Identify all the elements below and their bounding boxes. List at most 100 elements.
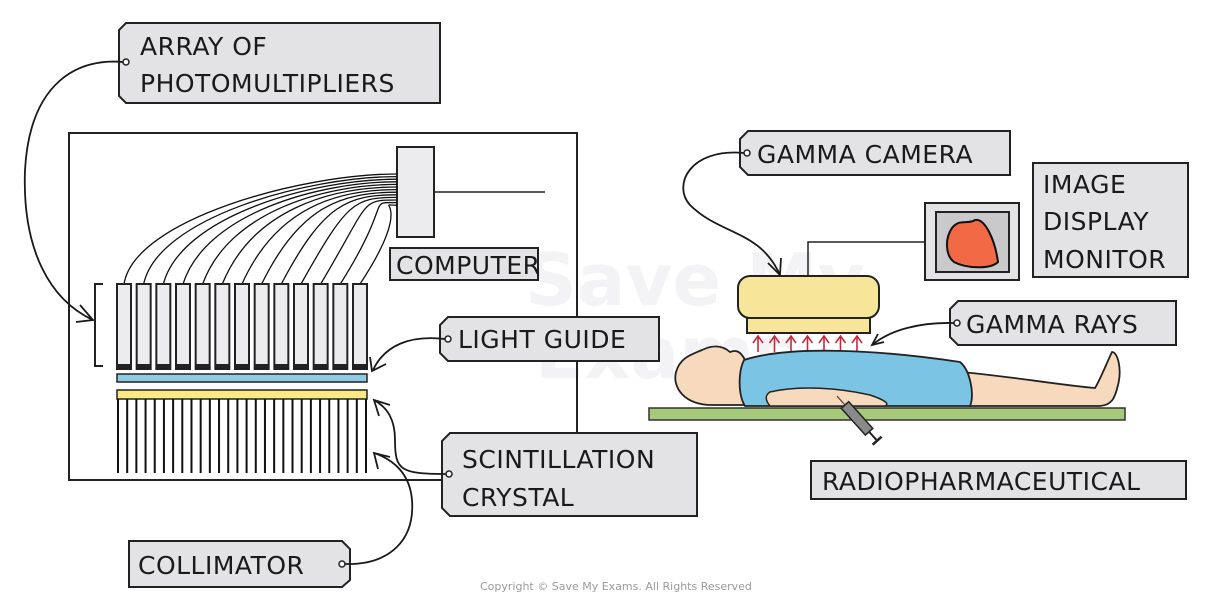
gamma-ray-arrow [801,334,814,352]
photomultiplier-wire [359,204,398,285]
gamma-camera [737,275,880,334]
gamma-ray-arrow [785,334,797,352]
label-text-line-1: SCINTILLATION [462,445,655,474]
photomultiplier-wire [123,173,398,285]
arrowhead-scintillation-crystal [372,398,391,417]
photocathode [294,364,308,369]
label-computer: COMPUTER [389,247,541,281]
photomultiplier-wire [261,191,398,285]
photomultiplier-tube [194,283,211,370]
label-text: COLLIMATOR [138,551,304,580]
label-light-guide: LIGHT GUIDE [439,316,660,362]
gamma-ray-arrow [752,334,764,352]
photocathode [136,364,151,369]
photocathode [274,364,289,369]
photomultiplier-tube [214,283,231,370]
label-gamma-rays: GAMMA RAYS [949,300,1177,346]
label-text-line-2: CRYSTAL [462,483,574,512]
photomultiplier-wire [241,188,398,285]
label-text: LIGHT GUIDE [458,325,626,354]
photomultiplier-wire [280,194,398,285]
arrowhead-collimator [372,451,391,470]
gamma-rays [752,334,863,352]
arrowhead-photomultipliers [75,304,95,323]
label-gamma-camera: GAMMA CAMERA [739,130,1011,176]
label-radiopharmaceutical: RADIOPHARMACEUTICAL [810,460,1187,500]
copyright-text: Copyright © Save My Exams. All Rights Re… [480,580,752,593]
leader-gamma-rays [871,322,955,346]
label-text-line-1: IMAGE [1043,170,1126,199]
label-text: RADIOPHARMACEUTICAL [822,467,1141,496]
arrowhead-gamma-rays [870,333,885,347]
syringe-needle [836,395,846,406]
scintillation-crystal [116,389,368,400]
leader-gamma-camera [682,151,781,276]
syringe-plunger [868,431,878,442]
collimator [117,399,367,473]
photomultiplier-bracket [94,283,103,367]
photomultiplier-tube [135,283,152,370]
label-text: GAMMA CAMERA [757,140,973,169]
photomultiplier-tube [332,283,349,370]
photomultiplier-tube [312,283,329,370]
label-text-line-3: MONITOR [1043,245,1166,274]
photocathode [313,364,328,369]
patient-legs [958,351,1121,407]
label-text: GAMMA RAYS [966,310,1138,339]
syringe-barrel [840,400,874,437]
camera-detector-face [746,317,871,334]
photocathode [215,364,230,369]
image-display-monitor [924,202,1020,281]
label-text-line-2: PHOTOMULTIPLIERS [140,69,395,98]
label-text-line-1: ARRAY OF [140,32,267,61]
patient-arm [765,387,888,407]
arrowhead-light-guide [369,356,387,373]
photomultiplier-tube [155,283,172,370]
patient-table [648,407,1126,421]
camera-head [737,275,880,319]
camera-monitor-cable [807,241,925,276]
leader-photomultipliers [23,60,124,321]
photomultiplier-wire [221,186,398,285]
label-scintillation-crystal: SCINTILLATION CRYSTAL [441,432,698,517]
syringe-plunger-cap [871,435,883,446]
photocathode [156,364,171,369]
gamma-ray-arrow [818,334,830,352]
leader-scintillation-crystal [373,399,447,475]
detector-housing [68,132,578,481]
photomultiplier-wire [182,181,398,285]
photocathode [353,364,367,369]
label-text: COMPUTER [396,251,541,280]
gamma-ray-arrow [851,334,863,352]
photomultiplier-wire [339,201,398,285]
photocathode [117,364,131,369]
photomultiplier-wires [123,173,398,285]
photomultiplier-wire [162,178,398,285]
leader-light-guide [372,337,446,371]
photomultiplier-tube [293,283,309,370]
photomultiplier-wire [143,175,398,285]
gamma-ray-arrow [768,334,781,352]
radiopharmaceutical-syringe [836,395,883,446]
photomultiplier-wire [320,199,398,285]
computer-box [396,146,435,238]
patient [674,345,1121,407]
photocathode [333,364,348,369]
photocathode [254,364,269,369]
photomultiplier-wire [300,196,398,285]
photomultiplier-tube [253,283,270,370]
photocathode [235,364,249,369]
label-array-of-photomultipliers: ARRAY OF PHOTOMULTIPLIERS [118,22,441,104]
leader-collimator [344,452,414,565]
photocathode [195,364,210,369]
light-guide [116,373,368,383]
photomultiplier-wire [202,183,398,285]
photomultiplier-tube [273,283,290,370]
patient-head [674,345,746,406]
photomultiplier-tube [175,283,191,370]
photomultiplier-tube [116,283,132,370]
photocathode [176,364,190,369]
photomultiplier-tube [234,283,250,370]
label-text-line-2: DISPLAY [1043,207,1149,236]
